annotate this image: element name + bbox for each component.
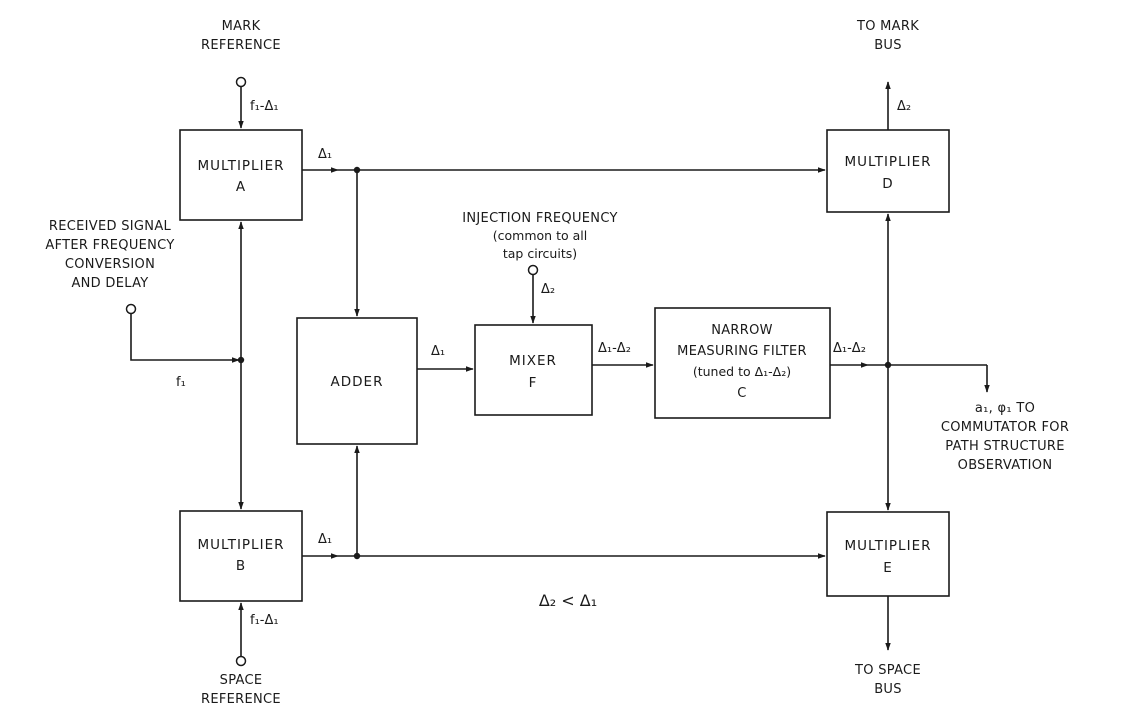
space-reference-frequency: f₁-Δ₁ bbox=[250, 613, 279, 628]
commutator-line-1: a₁, φ₁ TO bbox=[975, 401, 1035, 416]
received-signal-line-3: CONVERSION bbox=[65, 257, 155, 272]
received-signal-terminal bbox=[125, 303, 137, 315]
filter-line-3: (tuned to Δ₁-Δ₂) bbox=[693, 364, 791, 379]
space-reference-line-1: SPACE bbox=[220, 673, 263, 688]
mark-reference-frequency: f₁-Δ₁ bbox=[250, 99, 279, 114]
adder-block: ADDER bbox=[296, 317, 418, 445]
injection-frequency-terminal bbox=[527, 264, 539, 276]
commutator-line-2: COMMUTATOR FOR bbox=[941, 420, 1069, 435]
filter-line-2: MEASURING FILTER bbox=[677, 344, 807, 359]
multiplier-a-output-label: Δ₁ bbox=[318, 147, 332, 162]
multiplier-a-label: MULTIPLIER bbox=[198, 158, 285, 174]
mark-reference-line-1: MARK bbox=[222, 19, 261, 34]
multiplier-b-block: MULTIPLIER B bbox=[179, 510, 303, 602]
multiplier-b-letter: B bbox=[236, 558, 246, 574]
mark-reference-line-2: REFERENCE bbox=[201, 38, 281, 53]
injection-frequency-line-1: INJECTION FREQUENCY bbox=[462, 211, 617, 226]
received-signal-frequency: f₁ bbox=[176, 375, 186, 390]
received-signal-line-2: AFTER FREQUENCY bbox=[45, 238, 174, 253]
multiplier-b-output-label: Δ₁ bbox=[318, 532, 332, 547]
mark-bus-line-2: BUS bbox=[874, 38, 902, 53]
mixer-output-label: Δ₁-Δ₂ bbox=[598, 341, 631, 356]
commutator-line-4: OBSERVATION bbox=[958, 458, 1053, 473]
multiplier-e-letter: E bbox=[883, 560, 893, 576]
multiplier-a-block: MULTIPLIER A bbox=[179, 129, 303, 221]
mixer-letter: F bbox=[529, 375, 538, 391]
multiplier-e-block: MULTIPLIER E bbox=[826, 511, 950, 597]
adder-label: ADDER bbox=[331, 374, 384, 390]
multiplier-d-block: MULTIPLIER D bbox=[826, 129, 950, 213]
frequency-condition: Δ₂ < Δ₁ bbox=[539, 591, 597, 610]
mark-bus-frequency: Δ₂ bbox=[897, 99, 911, 114]
received-signal-line-4: AND DELAY bbox=[71, 276, 148, 291]
filter-line-1: NARROW bbox=[711, 323, 773, 338]
multiplier-d-letter: D bbox=[882, 176, 893, 192]
injection-frequency-value: Δ₂ bbox=[541, 282, 555, 297]
space-bus-line-2: BUS bbox=[874, 682, 902, 697]
space-reference-line-2: REFERENCE bbox=[201, 692, 281, 707]
measuring-filter-block: NARROW MEASURING FILTER (tuned to Δ₁-Δ₂)… bbox=[654, 307, 831, 419]
space-reference-terminal bbox=[235, 655, 247, 667]
commutator-line-3: PATH STRUCTURE bbox=[945, 439, 1064, 454]
multiplier-e-label: MULTIPLIER bbox=[845, 538, 932, 554]
multiplier-b-label: MULTIPLIER bbox=[198, 537, 285, 553]
filter-letter: C bbox=[737, 386, 746, 401]
filter-output-label: Δ₁-Δ₂ bbox=[833, 341, 866, 356]
multiplier-d-label: MULTIPLIER bbox=[845, 154, 932, 170]
space-bus-line-1: TO SPACE bbox=[854, 663, 921, 678]
injection-frequency-line-2: (common to all bbox=[493, 228, 587, 243]
mark-bus-line-1: TO MARK bbox=[856, 19, 919, 34]
received-signal-line-1: RECEIVED SIGNAL bbox=[49, 219, 172, 234]
adder-output-label: Δ₁ bbox=[431, 344, 445, 359]
injection-frequency-line-3: tap circuits) bbox=[503, 246, 577, 261]
mark-reference-terminal bbox=[235, 76, 247, 88]
mixer-label: MIXER bbox=[509, 353, 557, 369]
mixer-block: MIXER F bbox=[474, 324, 593, 416]
multiplier-a-letter: A bbox=[236, 179, 246, 195]
